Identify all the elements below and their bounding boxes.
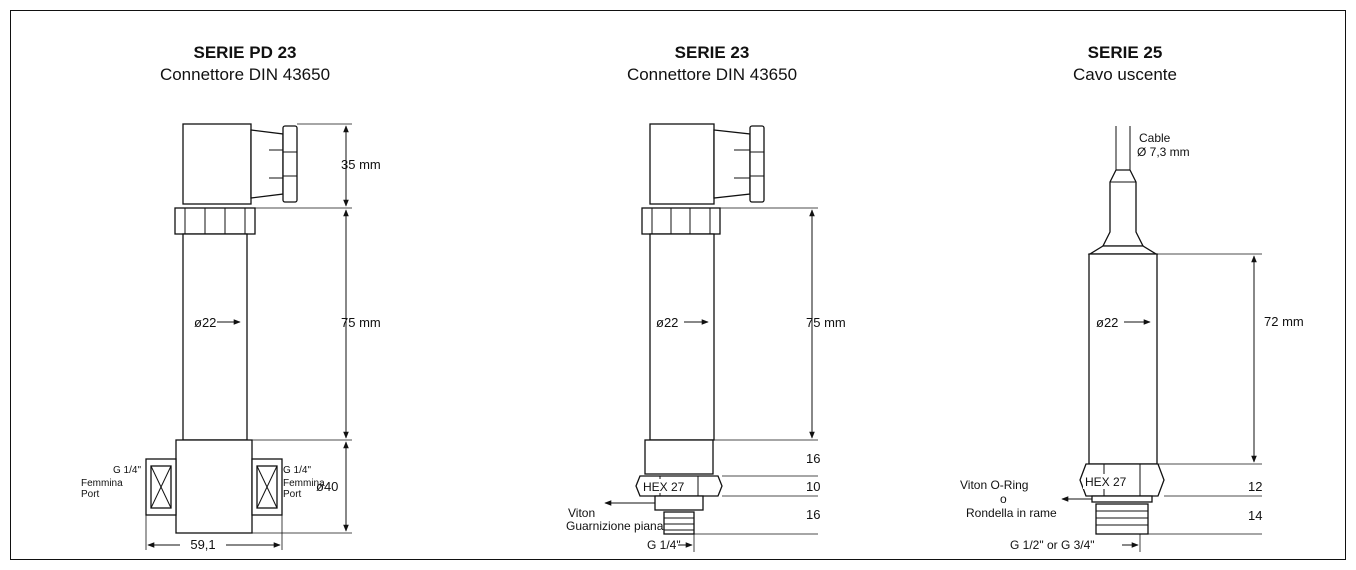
nut-ring [641,207,721,235]
port-left-label: Femmina [81,478,123,489]
sensor-body [649,233,715,441]
section-title: SERIE PD 23 [194,43,297,62]
hex-label: HEX 27 [1085,475,1127,489]
dim-body: 75 mm [341,315,381,330]
dim-width: 59,1 [190,537,215,552]
section-subtitle: Cavo uscente [1073,65,1177,84]
port-right-label: Port [283,489,302,500]
dim-body: 75 mm [806,315,846,330]
thread-fitting [1095,503,1149,535]
diameter-label: ø22 [194,315,216,330]
dim-d1: 16 [806,451,820,466]
seal-washer [654,495,704,511]
thread-label: G 1/4" [647,538,681,552]
dim-d2: 14 [1248,508,1262,523]
connector-head [649,123,715,205]
dim-dia-bottom: ø40 [316,479,338,494]
connector-cap [250,129,284,199]
dim-d3: 16 [806,507,820,522]
drawing-border [10,10,1346,560]
nut-ring [174,207,256,235]
port-right-label: G 1/4" [283,465,311,476]
seal-label: Rondella in rame [966,506,1057,520]
body-shoulder [1087,245,1159,255]
port-left-label: Port [81,489,100,500]
dim-d2: 10 [806,479,820,494]
dim-body: 72 mm [1264,314,1304,329]
diameter-label: ø22 [656,315,678,330]
diff-housing [175,439,253,534]
section-serie-25: SERIE 25 Cavo uscente Cable Ø 7,3 mm ø22… [960,43,1304,552]
dim-top: 35 mm [341,157,381,172]
strain-relief [1101,169,1145,247]
section-title: SERIE 25 [1088,43,1163,62]
lower-collar [644,439,714,475]
section-subtitle: Connettore DIN 43650 [160,65,330,84]
dim-d1: 12 [1248,479,1262,494]
port-right-label: Femmina [283,478,325,489]
port-left-label: G 1/4" [113,465,141,476]
thread-label: G 1/2" or G 3/4" [1010,538,1095,552]
seal-label: Viton [568,506,595,520]
section-subtitle: Connettore DIN 43650 [627,65,797,84]
seal-label: Viton O-Ring [960,478,1028,492]
cable-gland [282,125,298,203]
section-title: SERIE 23 [675,43,750,62]
thread-fitting [663,511,695,535]
section-serie-pd23: SERIE PD 23 Connettore DIN 43650 ø22 G 1… [81,43,381,552]
cable-label: Ø 7,3 mm [1137,145,1190,159]
connector-cap [713,129,751,199]
sensor-body [182,233,248,441]
hex-label: HEX 27 [643,480,685,494]
diameter-label: ø22 [1096,315,1118,330]
seal-label: o [1000,492,1007,506]
seal-label: Guarnizione piana [566,519,664,533]
cable-label: Cable [1139,131,1171,145]
seal-ring [1091,495,1153,503]
sensor-body [1088,253,1158,465]
cable-gland [749,125,765,203]
connector-head [182,123,252,205]
section-serie-23: SERIE 23 Connettore DIN 43650 ø22 HEX 27… [566,43,846,552]
